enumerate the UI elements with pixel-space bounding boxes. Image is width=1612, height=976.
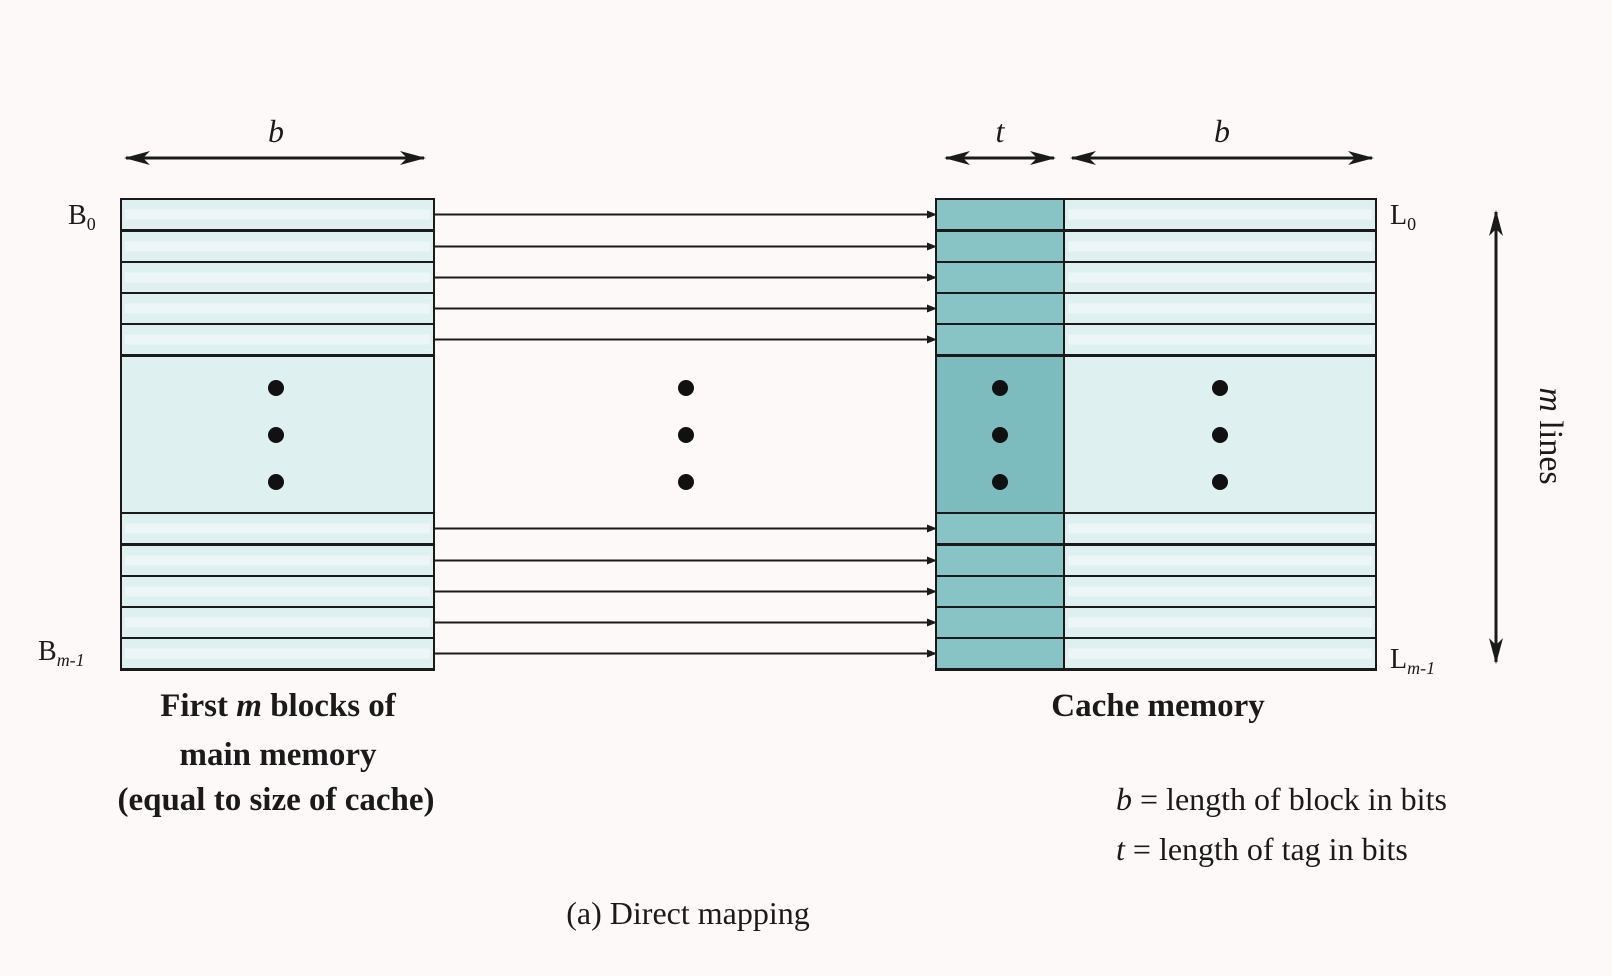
cache-data-cell-stripe	[1068, 303, 1372, 314]
first-line-label: L0	[1390, 200, 1416, 234]
cache-tag-cell	[935, 323, 1065, 356]
main-memory-blocks	[120, 198, 435, 671]
cache-data-cell-stripe	[1068, 241, 1372, 252]
main-memory-block-stripe	[125, 586, 430, 597]
main-block-width-label: b	[268, 113, 284, 149]
main-memory-block-stripe	[125, 303, 430, 314]
cache-data-cell-stripe	[1068, 555, 1372, 566]
legend-t: t = length of tag in bits	[1116, 831, 1408, 867]
cache-data-cell-stripe	[1068, 523, 1372, 534]
figure-caption: (a) Direct mapping	[566, 895, 809, 931]
cache-memory-lines	[935, 198, 1377, 671]
first-block-label: B0	[68, 200, 96, 234]
main-memory-caption-line3: (equal to size of cache)	[117, 782, 434, 818]
main-memory-block-stripe	[125, 241, 430, 252]
main-memory-border	[120, 198, 435, 671]
main-memory-caption-line2: main memory	[179, 737, 377, 773]
cache-tag-cell	[935, 637, 1065, 670]
cache-tag-cell	[935, 544, 1065, 577]
main-memory-caption-line1: First m blocks of	[160, 688, 397, 724]
main-memory-block-stripe	[125, 523, 430, 534]
main-memory-block-stripe	[125, 617, 430, 628]
ellipsis-dots	[268, 380, 1228, 490]
cache-data-cell-stripe	[1068, 617, 1372, 628]
last-line-label: Lm-1	[1390, 644, 1435, 678]
ellipsis-dot	[268, 380, 284, 396]
cache-block-width-label: b	[1214, 113, 1230, 149]
legend-b: b = length of block in bits	[1116, 781, 1447, 817]
cache-data-cell-stripe	[1068, 334, 1372, 345]
cache-data-cell-stripe	[1068, 272, 1372, 283]
ellipsis-dot	[678, 380, 694, 396]
main-memory-block-stripe	[125, 334, 430, 345]
ellipsis-dot	[268, 474, 284, 490]
ellipsis-dot	[268, 427, 284, 443]
cache-data-cell-stripe	[1068, 648, 1372, 659]
cache-tag-cell	[935, 230, 1065, 263]
main-memory-block-stripe	[125, 209, 430, 220]
ellipsis-dot	[1212, 474, 1228, 490]
cache-tag-cell	[935, 575, 1065, 608]
cache-memory-border	[935, 198, 1377, 671]
cache-tag-cell	[935, 606, 1065, 639]
main-memory-block-stripe	[125, 555, 430, 566]
main-memory-block-stripe	[125, 272, 430, 283]
ellipsis-dot	[1212, 427, 1228, 443]
cache-tag-cell	[935, 198, 1065, 231]
cache-memory-caption: Cache memory	[1051, 688, 1265, 724]
cache-lines-extent-label: m lines	[1532, 387, 1569, 484]
tag-width-label: t	[996, 113, 1006, 149]
cache-data-cell-stripe	[1068, 209, 1372, 220]
mapping-arrows	[434, 210, 937, 658]
ellipsis-dot	[1212, 380, 1228, 396]
ellipsis-dot	[992, 427, 1008, 443]
cache-tag-cell	[935, 261, 1065, 294]
last-block-label: Bm-1	[38, 636, 85, 670]
cache-data-cell-stripe	[1068, 586, 1372, 597]
cache-tag-cell	[935, 512, 1065, 545]
ellipsis-dot	[992, 474, 1008, 490]
main-memory-block-stripe	[125, 648, 430, 659]
cache-tag-cell	[935, 292, 1065, 325]
ellipsis-dot	[678, 427, 694, 443]
ellipsis-dot	[678, 474, 694, 490]
ellipsis-dot	[992, 380, 1008, 396]
